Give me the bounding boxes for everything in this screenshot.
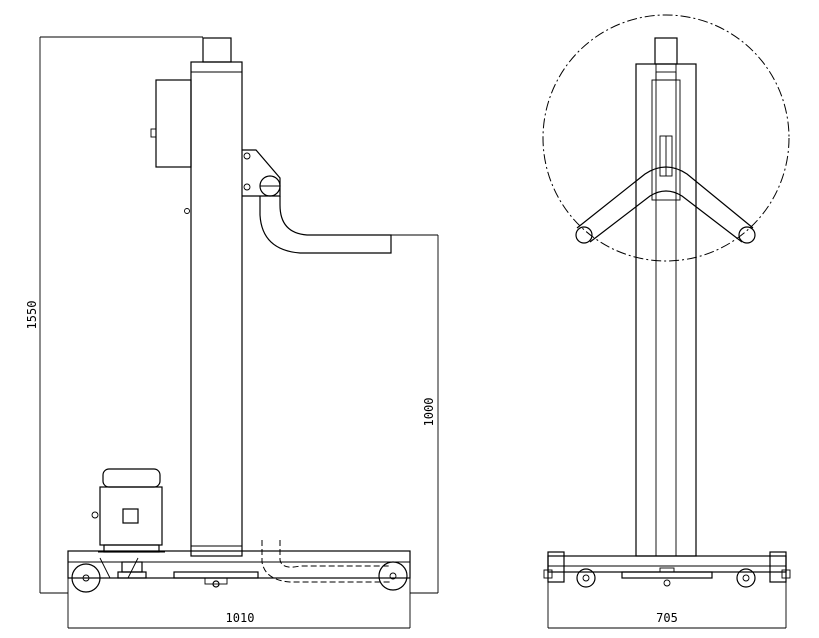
- motor: [91, 468, 165, 553]
- height-total-label: 1550: [25, 301, 39, 330]
- arm-height-label: 1000: [422, 398, 436, 427]
- wheel-left: [71, 563, 101, 593]
- length-label: 1010: [226, 611, 255, 625]
- front-wheel-left: [576, 568, 596, 588]
- dimension-arm-height: 1000: [391, 234, 439, 594]
- front-view: 705: [542, 14, 791, 629]
- support-arm: [259, 196, 392, 254]
- dimension-width: 705: [547, 582, 787, 629]
- front-column-cap: [654, 37, 678, 65]
- wheel-right: [378, 561, 408, 591]
- front-wheel-right: [736, 568, 756, 588]
- dimension-height-total: 1550: [25, 36, 203, 594]
- dimension-length: 1010: [68, 611, 410, 629]
- width-label: 705: [656, 611, 678, 625]
- control-box: [155, 79, 192, 168]
- base-frame: [67, 550, 411, 579]
- main-column: [190, 61, 243, 557]
- hidden-fork: [261, 540, 390, 583]
- v-support-arms: [575, 166, 756, 244]
- reel-outline: [542, 14, 790, 262]
- side-view: 1550 1000: [25, 36, 439, 629]
- column-top-cap: [202, 37, 232, 63]
